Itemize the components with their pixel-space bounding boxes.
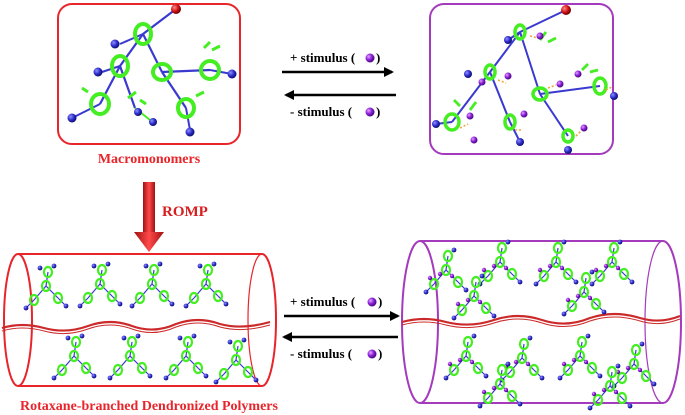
macromonomer-dendron-icon — [67, 4, 237, 137]
romp-arrow — [134, 182, 164, 252]
stimulus-ion-icon — [365, 53, 375, 63]
polymer-cylinder — [1, 253, 277, 387]
macromonomer-panel — [57, 3, 241, 145]
bottom-minus-stimulus-label: - stimulus ( — [290, 346, 352, 361]
polymer-ion-cylinder — [401, 238, 682, 412]
macromonomer-ion-panel — [429, 3, 618, 155]
top-minus-stimulus-label: - stimulus ( — [290, 104, 352, 119]
top-plus-stimulus-label: + stimulus ( — [290, 50, 355, 65]
polymer-backbone — [1, 318, 271, 332]
stimulus-ion-icon — [365, 107, 375, 117]
bottom-minus-close-paren: ) — [378, 346, 382, 361]
polymer-ion-backbone — [401, 312, 681, 326]
top-minus-close-paren: ) — [376, 104, 380, 119]
polymers-label: Rotaxane-branched Dendronized Polymers — [20, 399, 278, 414]
macromonomers-label: Macromonomers — [98, 152, 201, 167]
bottom-plus-stimulus-label: + stimulus ( — [290, 294, 355, 309]
macromonomer-ion-dendron-icon — [432, 5, 618, 154]
top-plus-close-paren: ) — [376, 50, 380, 65]
stimulus-ion-icon — [367, 349, 377, 359]
bottom-plus-close-paren: ) — [378, 294, 382, 309]
romp-label: ROMP — [162, 204, 208, 220]
stimulus-ion-icon — [367, 297, 377, 307]
polymer-dendron-icon — [22, 260, 260, 386]
